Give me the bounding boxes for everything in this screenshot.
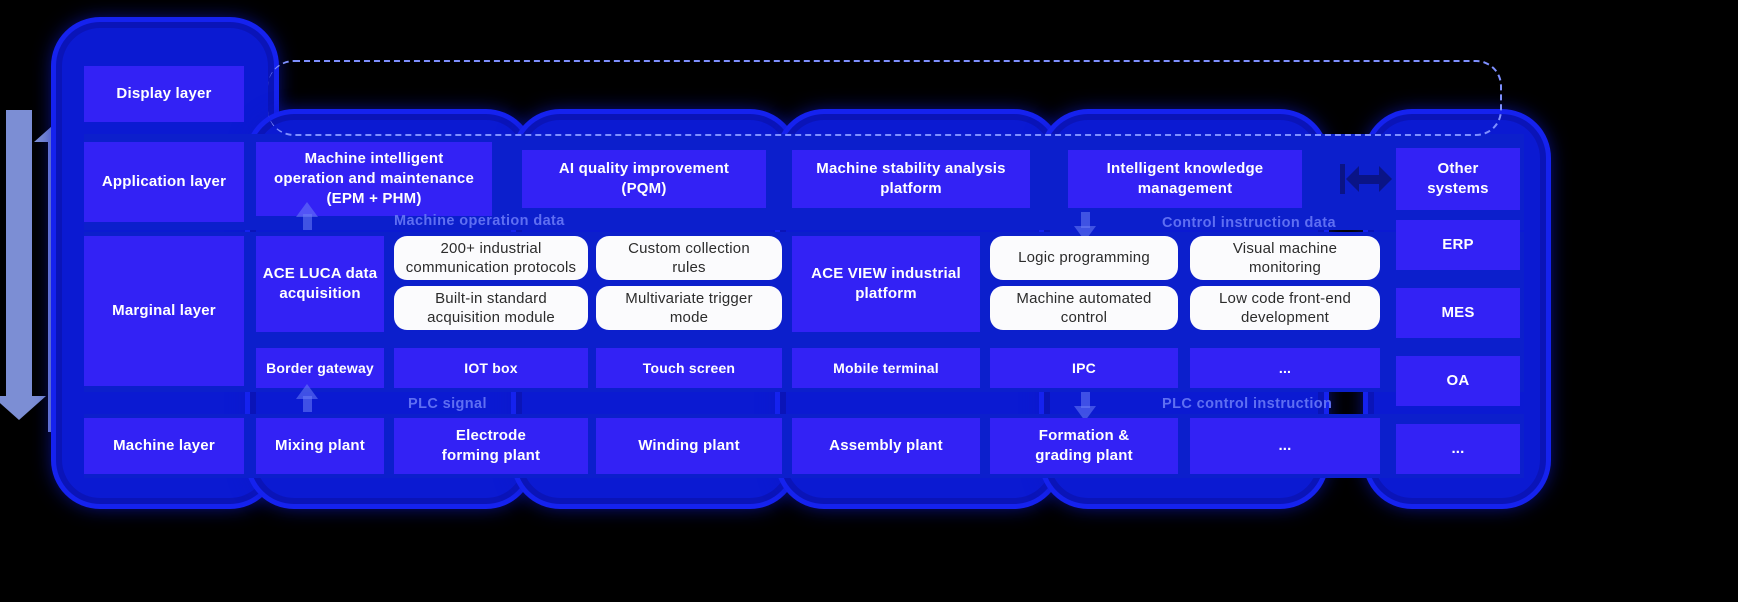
- chip-custom-rules-line2: rules: [672, 259, 706, 276]
- ace-luca-data-acquisition[interactable]: ACE LUCA data acquisition: [256, 236, 384, 332]
- chip-automated-control-line1: Machine automated: [1016, 289, 1152, 307]
- machine-operation-arrow-stem: [303, 214, 312, 230]
- chip-builtin-standard-module[interactable]: Built-in standard acquisition module: [394, 286, 588, 330]
- chip-multivariate-line2: mode: [669, 309, 709, 326]
- device-more[interactable]: ...: [1190, 348, 1380, 388]
- chip-custom-rules-line1: Custom collection: [628, 239, 750, 257]
- external-mes[interactable]: MES: [1396, 288, 1520, 338]
- app-item-stability-line1: Machine stability analysis: [816, 160, 1006, 178]
- machine-formation-line2: grading plant: [1035, 447, 1133, 464]
- chip-multivariate-line1: Multivariate trigger: [625, 289, 753, 307]
- chip-visual-monitoring-line2: monitoring: [1248, 259, 1322, 276]
- app-item-knowledge-management[interactable]: Intelligent knowledge management: [1068, 150, 1302, 208]
- chip-custom-collection-rules[interactable]: Custom collection rules: [596, 236, 782, 280]
- application-layer-label: Machine intelligent Application layer: [84, 142, 244, 222]
- app-item-epm-phm-line3: (EPM + PHM): [326, 189, 422, 207]
- chip-logic-programming-line1: Logic programming: [1018, 249, 1150, 267]
- chip-visual-monitoring-line1: Visual machine: [1232, 239, 1338, 257]
- app-item-pqm-line2: (PQM): [621, 180, 667, 197]
- application-layer-label-text: Application layer: [101, 173, 227, 191]
- machine-layer-label: Machine layer: [84, 418, 244, 474]
- machine-winding-line1: Winding plant: [638, 437, 740, 455]
- external-more[interactable]: ...: [1396, 424, 1520, 474]
- ace-view-line2: platform: [855, 285, 917, 302]
- device-mobile-terminal[interactable]: Mobile terminal: [792, 348, 980, 388]
- machine-assembly-line1: Assembly plant: [829, 437, 943, 455]
- external-other-systems[interactable]: Other systems: [1396, 148, 1520, 210]
- control-instruction-arrow-stem: [1081, 212, 1090, 228]
- downward-arrow-head: [0, 396, 46, 420]
- chip-multivariate-trigger-mode[interactable]: Multivariate trigger mode: [596, 286, 782, 330]
- ace-luca-line2: acquisition: [279, 285, 361, 302]
- plc-control-arrow-stem: [1081, 392, 1090, 408]
- machine-electrode-forming-plant[interactable]: Electrode forming plant: [394, 418, 588, 474]
- app-item-stability-line2: platform: [880, 180, 942, 197]
- chip-industrial-protocols-line2: communication protocols: [405, 259, 577, 276]
- flow-label-plc-signal: PLC signal: [408, 396, 487, 412]
- ace-view-industrial-platform[interactable]: ACE VIEW industrial platform: [792, 236, 980, 332]
- machine-electrode-line1: Electrode: [455, 427, 527, 445]
- plc-signal-arrow-stem: [303, 396, 312, 412]
- connector-tick: [1340, 164, 1345, 194]
- app-item-epm-phm[interactable]: Machine intelligent operation and mainte…: [256, 142, 492, 216]
- chip-low-code-frontend-development[interactable]: Low code front-end development: [1190, 286, 1380, 330]
- device-iot-box[interactable]: IOT box: [394, 348, 588, 388]
- app-item-epm-phm-line2: operation and maintenance: [273, 170, 475, 188]
- chip-logic-programming[interactable]: Logic programming: [990, 236, 1178, 280]
- bidirectional-arrow-icon: [1346, 166, 1392, 192]
- chip-builtin-line1: Built-in standard: [435, 289, 547, 307]
- flow-label-control-instruction-data: Control instruction data: [1162, 215, 1336, 231]
- machine-mixing-plant-line1: Mixing plant: [275, 437, 365, 455]
- ace-view-line1: ACE VIEW industrial: [811, 265, 961, 283]
- machine-formation-line1: Formation &: [1038, 427, 1130, 445]
- flow-label-machine-operation-data: Machine operation data: [394, 213, 565, 229]
- ace-luca-line1: ACE LUCA data: [262, 265, 378, 283]
- device-touch-screen[interactable]: Touch screen: [596, 348, 782, 388]
- external-other-systems-line1: Other: [1437, 160, 1479, 178]
- display-layer-label: Display layer: [84, 66, 244, 122]
- chip-automated-control-line2: control: [1060, 309, 1108, 326]
- external-oa[interactable]: OA: [1396, 356, 1520, 406]
- chip-industrial-protocols[interactable]: 200+ industrial communication protocols: [394, 236, 588, 280]
- chip-machine-automated-control[interactable]: Machine automated control: [990, 286, 1178, 330]
- chip-low-code-line1: Low code front-end: [1218, 289, 1351, 307]
- machine-electrode-line2: forming plant: [441, 447, 541, 464]
- machine-winding-plant[interactable]: Winding plant: [596, 418, 782, 474]
- chip-low-code-line2: development: [1240, 309, 1330, 326]
- chip-industrial-protocols-line1: 200+ industrial: [440, 239, 542, 257]
- app-item-epm-phm-line1: Machine intelligent: [304, 150, 444, 168]
- flow-label-plc-control-instruction: PLC control instruction: [1162, 396, 1333, 412]
- plc-signal-arrow-head: [296, 384, 318, 399]
- chip-visual-machine-monitoring[interactable]: Visual machine monitoring: [1190, 236, 1380, 280]
- machine-mixing-plant[interactable]: Mixing plant: [256, 418, 384, 474]
- downward-arrow-stem: [6, 110, 32, 400]
- machine-more[interactable]: ...: [1190, 418, 1380, 474]
- app-item-knowledge-line1: Intelligent knowledge: [1106, 160, 1264, 178]
- machine-assembly-plant[interactable]: Assembly plant: [792, 418, 980, 474]
- machine-more-line1: ...: [1278, 437, 1292, 455]
- app-item-knowledge-line2: management: [1137, 180, 1233, 197]
- app-item-pqm[interactable]: AI quality improvement (PQM): [522, 150, 766, 208]
- chip-builtin-line2: acquisition module: [427, 309, 555, 326]
- external-erp[interactable]: ERP: [1396, 220, 1520, 270]
- device-ipc[interactable]: IPC: [990, 348, 1178, 388]
- app-item-stability-platform[interactable]: Machine stability analysis platform: [792, 150, 1030, 208]
- external-other-systems-line2: systems: [1427, 180, 1489, 197]
- machine-operation-arrow-head: [296, 202, 318, 217]
- app-item-pqm-line1: AI quality improvement: [558, 160, 730, 178]
- machine-formation-grading-plant[interactable]: Formation & grading plant: [990, 418, 1178, 474]
- display-layer-dashed-extent: [268, 60, 1502, 136]
- device-border-gateway[interactable]: Border gateway: [256, 348, 384, 388]
- marginal-layer-label: Marginal layer: [84, 236, 244, 386]
- plc-control-arrow-head: [1074, 406, 1096, 421]
